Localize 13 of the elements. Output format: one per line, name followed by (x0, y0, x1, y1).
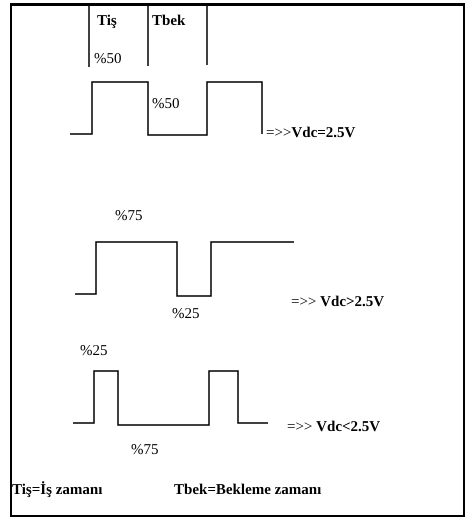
result-text: =>>Vdc=2.5V (266, 124, 356, 142)
percent-label: %25 (172, 305, 200, 323)
percent-label: %50 (152, 95, 180, 113)
percent-label: %25 (80, 342, 108, 360)
legend-note: Tbek=Bekleme zamanı (174, 481, 322, 499)
percent-label: %75 (131, 441, 158, 459)
legend-note: Tiş=İş zamanı (12, 481, 102, 499)
percent-label: %50 (94, 50, 122, 68)
label-text: Tiş (97, 12, 117, 30)
result-text: =>> Vdc>2.5V (291, 293, 384, 311)
result-text: =>> Vdc<2.5V (287, 418, 380, 436)
percent-label: %75 (115, 207, 142, 225)
label-text: Tbek (152, 12, 186, 30)
